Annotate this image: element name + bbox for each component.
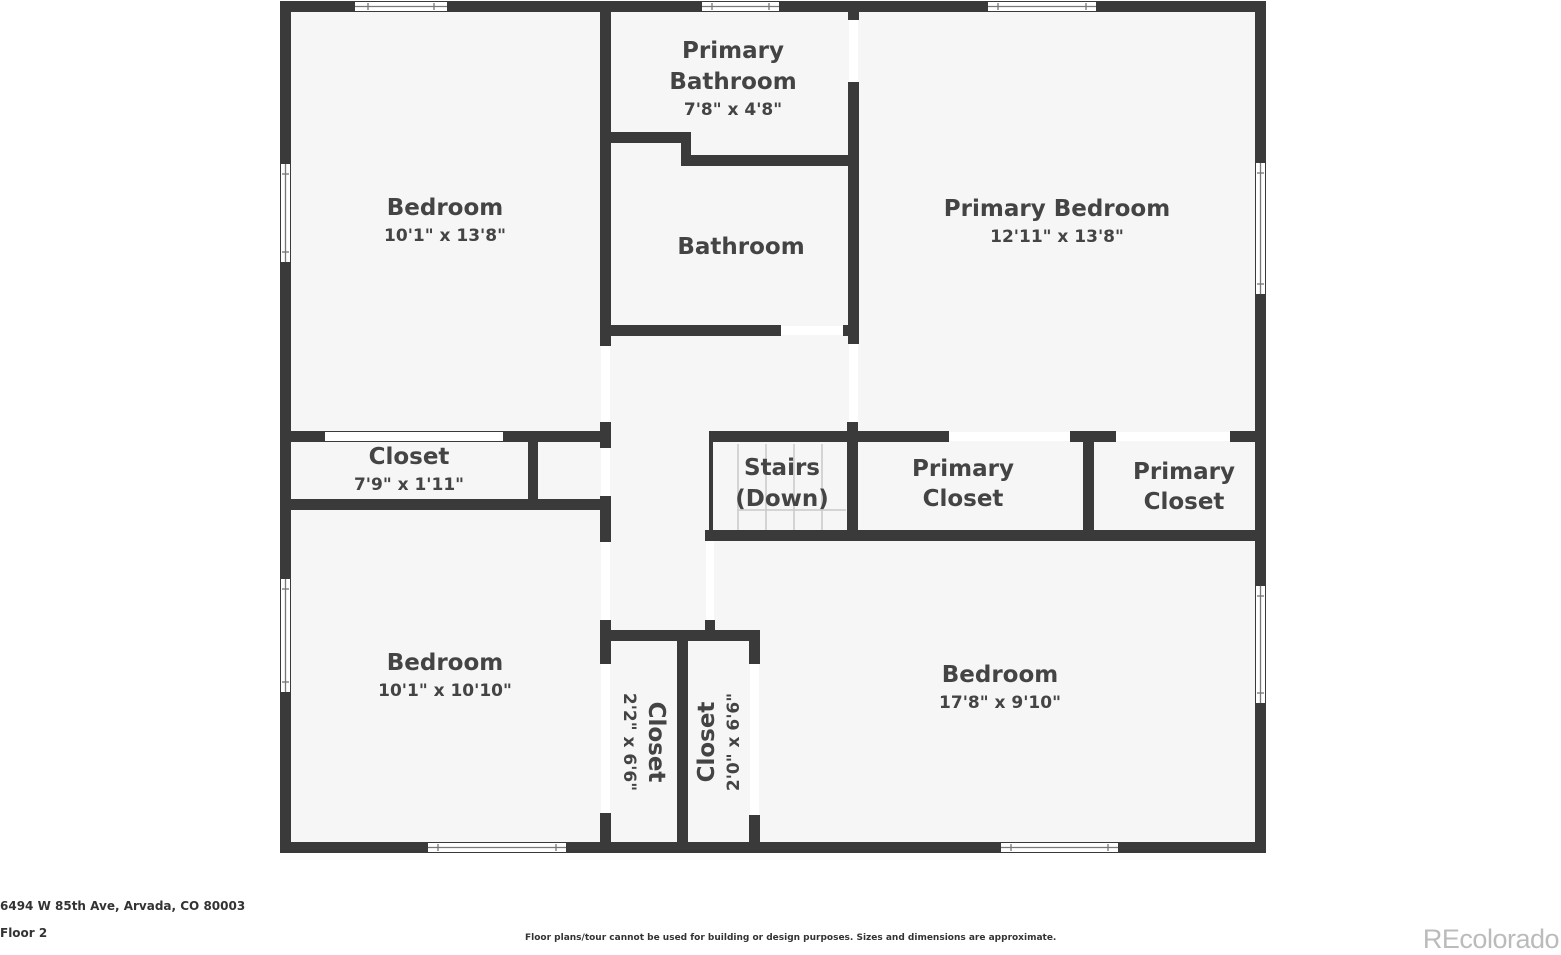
room-dimensions: 7'9" x 1'11" (354, 475, 464, 495)
window-right-1 (1256, 163, 1265, 294)
wall-hall-closet-2-east (749, 630, 760, 664)
room-closet-hall-2: Closet 2'0" x 6'6" (694, 693, 744, 791)
room-primary-closet-2: Primary Closet (1133, 459, 1235, 515)
room-name-line-1: Primary (682, 38, 784, 64)
room-name: Bedroom (942, 662, 1059, 688)
room-name-line-1: Stairs (744, 455, 820, 481)
wall-primary-bath-south-a (605, 132, 691, 143)
wall-bedroom-se-west-stub (705, 620, 715, 640)
wall-primary-bath-south-step (681, 132, 691, 166)
room-stairs: Stairs (Down) (735, 455, 829, 512)
room-closet-hall-1: Closet 2'2" x 6'6" (619, 693, 669, 791)
wall-closet-east-stub (600, 422, 611, 448)
floor-label: Floor 2 (0, 926, 48, 940)
room-bedroom-sw: Bedroom 10'1" x 10'10" (378, 650, 512, 701)
wall-exterior-left (280, 1, 291, 853)
wall-bedroom-se-north (705, 530, 1261, 541)
room-primary-bathroom: Primary Bathroom 7'8" x 4'8" (669, 38, 796, 120)
wall-hall-closet-2-east-2 (749, 815, 760, 848)
wall-primary-bath-south-b (681, 155, 853, 166)
room-name: Closet (694, 702, 720, 783)
wall-bathroom-south (605, 325, 781, 336)
room-dimensions: 10'1" x 10'10" (378, 681, 512, 701)
wall-primary-closet-divider (1083, 436, 1094, 532)
room-name: Bedroom (387, 650, 504, 676)
wall-bedroom-nw-east (600, 6, 611, 346)
room-bathroom: Bathroom (677, 234, 804, 260)
wall-exterior-bottom (280, 842, 1266, 853)
wall-hall-closet-1-west-2 (600, 813, 611, 848)
floor-plan: Bedroom 10'1" x 13'8" Primary Bathroom 7… (280, 1, 1266, 853)
room-dimensions: 7'8" x 4'8" (684, 100, 782, 120)
wall-closet-east-stub-2 (600, 496, 611, 542)
room-closet-west: Closet 7'9" x 1'11" (354, 444, 464, 495)
room-dimensions: 12'11" x 13'8" (990, 227, 1124, 247)
wall-primary-closet-north-east (1230, 431, 1261, 442)
brand-watermark: REcolorado (1422, 924, 1560, 954)
room-name-line-1: Primary (912, 456, 1014, 482)
window-top-2 (702, 2, 779, 11)
room-name-line-2: Closet (1144, 489, 1225, 515)
room-dimensions: 10'1" x 13'8" (384, 226, 506, 246)
wall-primary-bath-east (848, 6, 859, 20)
room-dimensions: 2'2" x 6'6" (619, 693, 639, 791)
disclaimer-text: Floor plans/tour cannot be used for buil… (525, 933, 1057, 943)
wall-closet-divider (528, 436, 538, 504)
room-name: Primary Bedroom (944, 196, 1170, 222)
wall-primary-bath-east-2 (848, 82, 859, 344)
wall-hall-closet-divider (677, 636, 688, 848)
window-bottom-2 (1001, 843, 1118, 852)
wall-stairs-west (709, 431, 713, 531)
room-name: Bathroom (677, 234, 804, 260)
window-bottom-1 (428, 843, 566, 852)
room-primary-closet-1: Primary Closet (912, 456, 1014, 512)
room-bedroom-se: Bedroom 17'8" x 9'10" (939, 662, 1061, 713)
wall-exterior-right (1255, 1, 1266, 853)
room-primary-bedroom: Primary Bedroom 12'11" x 13'8" (944, 196, 1170, 247)
wall-bathroom-south-2 (843, 325, 855, 336)
wall-hall-closets-north (605, 630, 760, 641)
window-top-3 (988, 2, 1096, 11)
property-address: 6494 W 85th Ave, Arvada, CO 80003 (0, 899, 246, 913)
floor-area (285, 6, 1261, 848)
stair-treads (737, 444, 846, 530)
room-dimensions: 17'8" x 9'10" (939, 693, 1061, 713)
windows (281, 2, 1265, 852)
window-right-2 (1256, 586, 1265, 703)
room-name-line-1: Primary (1133, 459, 1235, 485)
window-left-2 (281, 579, 290, 692)
wall-stairs-north (709, 431, 949, 442)
wall-closet-south (285, 499, 610, 510)
wall-stairs-east (847, 422, 858, 532)
wall-hall-closet-1-west (600, 620, 611, 664)
room-name: Bedroom (387, 195, 504, 221)
room-name-line-2: Closet (923, 486, 1004, 512)
window-left-1 (281, 164, 290, 262)
room-dimensions: 2'0" x 6'6" (724, 693, 744, 791)
window-top-1 (355, 2, 447, 11)
room-name: Closet (369, 444, 450, 470)
room-bedroom-nw: Bedroom 10'1" x 13'8" (384, 195, 506, 246)
room-name: Closet (643, 702, 669, 783)
room-name-line-2: (Down) (735, 486, 829, 512)
room-name-line-2: Bathroom (669, 69, 796, 95)
openings (325, 20, 1230, 815)
